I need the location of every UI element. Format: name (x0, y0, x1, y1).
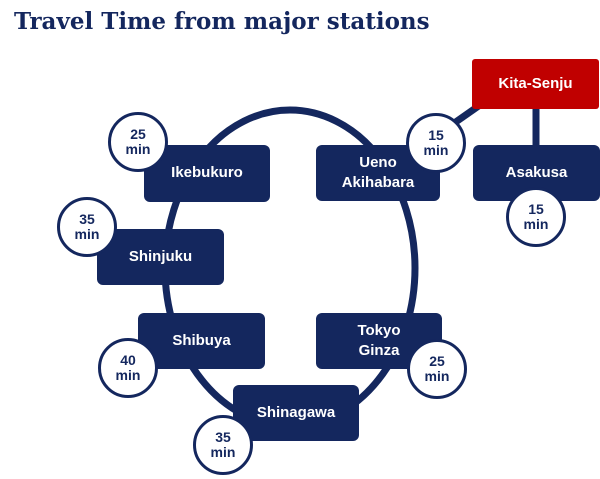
station-akihabara-label: Akihabara (341, 174, 415, 191)
page-title: Travel Time from major stations (14, 8, 430, 35)
station-kita-senju-label: Kita-Senju (498, 74, 573, 92)
time-value: 25 (130, 125, 146, 142)
time-value: 35 (215, 428, 231, 445)
station-tokyo-label: Tokyo (357, 321, 401, 339)
time-badge-shinagawa: 35 min (193, 415, 253, 475)
time-unit: min (424, 368, 450, 384)
time-unit: min (523, 216, 549, 232)
station-asakusa-label: Asakusa (505, 163, 568, 181)
time-value: 35 (79, 210, 95, 227)
station-shinjuku-label: Shinjuku (128, 247, 193, 265)
station-shinagawa-label: Shinagawa (256, 403, 336, 421)
station-shibuya[interactable]: Shibuya (138, 313, 265, 369)
time-unit: min (210, 444, 236, 460)
time-value: 15 (528, 200, 544, 217)
time-badge-ueno: 15 min (406, 113, 466, 173)
station-shinagawa[interactable]: Shinagawa (233, 385, 359, 441)
time-value: 15 (428, 126, 444, 143)
time-value: 25 (429, 352, 445, 369)
time-unit: min (115, 367, 141, 383)
station-ikebukuro-label: Ikebukuro (171, 164, 243, 182)
station-ueno-label: Ueno (359, 153, 397, 171)
time-badge-ikebukuro: 25 min (108, 112, 168, 172)
station-kita-senju[interactable]: Kita-Senju (472, 59, 599, 109)
time-badge-asakusa: 15 min (506, 187, 566, 247)
time-unit: min (423, 142, 449, 158)
time-badge-shibuya: 40 min (98, 338, 158, 398)
time-badge-shinjuku: 35 min (57, 197, 117, 257)
station-ginza-label: Ginza (358, 342, 400, 359)
time-unit: min (74, 226, 100, 242)
station-shinjuku[interactable]: Shinjuku (97, 229, 224, 285)
time-value: 40 (120, 351, 136, 368)
station-shibuya-label: Shibuya (172, 331, 231, 349)
time-badge-tokyo: 25 min (407, 339, 467, 399)
time-unit: min (125, 141, 151, 157)
